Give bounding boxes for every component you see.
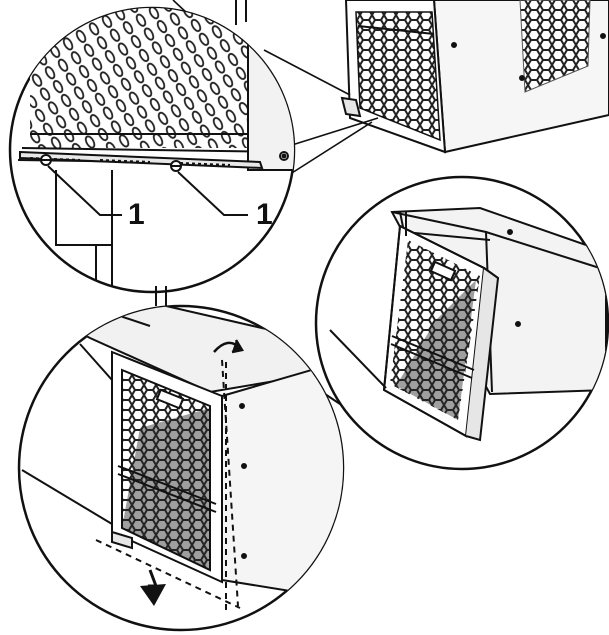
pull-down-arrow-icon (140, 569, 166, 606)
zoom-detail-filter-removed (314, 175, 609, 471)
callout-label-right: 1 (256, 198, 273, 231)
zoom-detail-screws (8, 6, 296, 294)
callout-label-left: 1 (128, 198, 145, 231)
screw-icon (170, 160, 182, 172)
zoom-leader-lines (172, 0, 379, 179)
screw-icon (40, 154, 52, 166)
unit-overview (235, 0, 609, 154)
zoom-detail-filter-tilt (17, 304, 345, 632)
rotate-arrow-icon (213, 339, 244, 354)
